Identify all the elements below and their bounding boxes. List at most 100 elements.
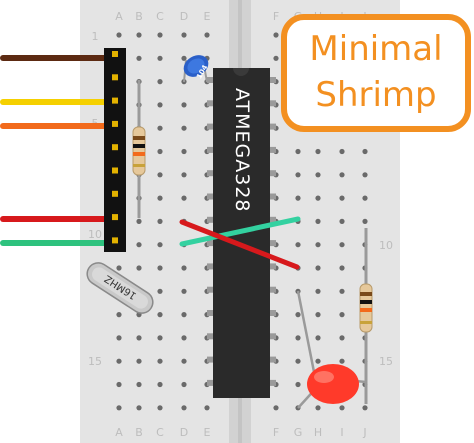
breadboard-hole xyxy=(116,265,122,271)
breadboard-hole xyxy=(136,381,142,388)
title-line-2: Shrimp xyxy=(315,75,436,115)
col-label-e-bottom: E xyxy=(204,426,211,439)
breadboard-hole xyxy=(339,288,345,294)
resistor-right xyxy=(359,228,373,404)
breadboard-hole xyxy=(339,405,345,411)
chip-label: ATMEGA328 xyxy=(231,88,253,213)
breadboard-hole xyxy=(315,195,321,201)
breadboard-hole xyxy=(315,335,321,341)
breadboard-hole xyxy=(339,195,345,201)
chip-pin xyxy=(270,333,276,340)
breadboard-hole xyxy=(339,335,345,341)
breadboard-hole xyxy=(315,148,321,155)
resistor-left xyxy=(132,80,146,218)
breadboard-hole xyxy=(181,288,187,294)
jumper-wires xyxy=(179,216,301,270)
col-label-d-top: D xyxy=(180,10,188,23)
breadboard-hole xyxy=(339,148,345,155)
breadboard-hole xyxy=(157,148,163,155)
header-pin xyxy=(112,167,118,174)
breadboard-hole xyxy=(315,242,321,248)
breadboard-hole xyxy=(157,312,163,318)
breadboard-hole xyxy=(339,312,345,318)
breadboard-hole xyxy=(295,242,301,248)
breadboard-hole xyxy=(157,125,163,131)
chip-pin xyxy=(207,333,213,340)
chip-pin xyxy=(207,100,213,107)
breadboard-hole xyxy=(181,381,187,388)
chip-pin xyxy=(207,123,213,130)
breadboard-hole xyxy=(181,312,187,318)
col-label-d-bottom: D xyxy=(180,426,188,439)
header-pin xyxy=(112,97,118,104)
chip-pin xyxy=(207,170,213,177)
breadboard-hole xyxy=(273,32,279,38)
breadboard-hole xyxy=(157,335,163,341)
breadboard-hole xyxy=(157,32,163,38)
row-number-10-right: 10 xyxy=(379,239,393,252)
chip-pin xyxy=(207,286,213,293)
header-pins xyxy=(112,51,118,244)
breadboard-hole xyxy=(315,288,321,294)
breadboard-hole xyxy=(116,312,122,318)
col-label-h-bottom: H xyxy=(314,426,322,439)
breadboard-hole xyxy=(157,79,163,85)
breadboard-hole xyxy=(136,358,142,364)
breadboard-hole xyxy=(315,358,321,364)
breadboard-hole xyxy=(157,265,163,271)
chip-pin xyxy=(270,356,276,363)
breadboard-hole xyxy=(157,218,163,224)
breadboard-hole xyxy=(315,265,321,271)
breadboard-hole xyxy=(295,335,301,341)
breadboard-hole xyxy=(157,381,163,388)
column-labels-bottom: A B C D E F G H I J xyxy=(115,426,366,439)
header-wires xyxy=(0,55,121,246)
row-number-1-left: 1 xyxy=(92,30,99,43)
col-label-g-bottom: G xyxy=(294,426,303,439)
wire-teal-diagonal xyxy=(179,216,301,247)
breadboard-hole xyxy=(157,242,163,248)
breadboard-hole xyxy=(181,405,187,411)
chip-pin xyxy=(207,146,213,153)
breadboard-hole xyxy=(157,102,163,108)
led-red xyxy=(296,290,367,409)
chip-pins xyxy=(207,77,276,386)
chip-pin xyxy=(207,310,213,316)
breadboard-hole xyxy=(339,242,345,248)
breadboard-hole xyxy=(181,172,187,178)
col-label-f-top: F xyxy=(273,10,279,23)
pin-header xyxy=(104,48,126,252)
chip-pin xyxy=(270,240,276,247)
col-label-e-top: E xyxy=(204,10,211,23)
breadboard-hole xyxy=(339,358,345,364)
breadboard-hole xyxy=(362,148,368,155)
breadboard-hole xyxy=(181,125,187,131)
chip-pin xyxy=(270,123,276,130)
breadboard-hole xyxy=(181,32,187,38)
breadboard-hole xyxy=(362,218,368,224)
header-pin xyxy=(112,74,118,81)
chip-pin xyxy=(207,216,213,223)
breadboard-hole xyxy=(295,148,301,155)
col-label-f-bottom: F xyxy=(273,426,279,439)
chip-pin xyxy=(270,263,276,270)
breadboard-hole xyxy=(295,381,301,388)
breadboard-hole xyxy=(315,172,321,178)
chip-pin xyxy=(270,77,276,83)
breadboard-hole xyxy=(181,335,187,341)
breadboard-hole xyxy=(315,312,321,318)
header-pin xyxy=(112,144,118,151)
header-pin xyxy=(112,214,118,221)
breadboard-hole xyxy=(204,32,210,38)
col-label-i-bottom: I xyxy=(340,426,343,439)
header-pin xyxy=(112,190,118,197)
breadboard-hole xyxy=(181,358,187,364)
chip-pin xyxy=(270,216,276,223)
col-label-c-top: C xyxy=(156,10,164,23)
breadboard-hole xyxy=(116,32,122,38)
breadboard-hole xyxy=(315,218,321,224)
col-label-b-top: B xyxy=(135,10,143,23)
header-pin xyxy=(112,120,118,127)
chip-pin xyxy=(270,286,276,293)
breadboard-hole xyxy=(181,55,187,61)
